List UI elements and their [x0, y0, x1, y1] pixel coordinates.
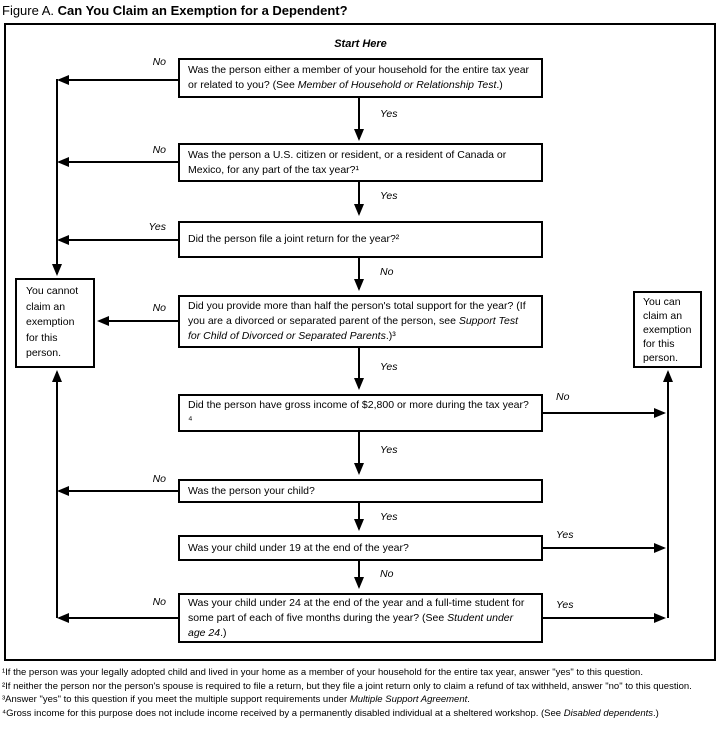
label-down-q6: Yes — [380, 511, 398, 523]
label-down-q1: Yes — [380, 108, 398, 120]
question-box-8: Was your child under 24 at the end of th… — [178, 593, 543, 643]
label-left-q6: No — [152, 473, 166, 485]
question-text-3: Did the person file a joint return for t… — [188, 233, 400, 245]
label-down-q5: Yes — [380, 444, 398, 456]
figure-title-prefix: Figure A. — [2, 3, 58, 18]
footnote-3: ³Answer "yes" to this question if you me… — [2, 694, 470, 705]
question-box-4: Did you provide more than half the perso… — [178, 295, 543, 348]
question-text-4: Did you provide more than half the perso… — [188, 300, 526, 342]
footnote-2: ²If neither the person nor the person's … — [2, 680, 692, 692]
question-text-8: Was your child under 24 at the end of th… — [188, 596, 525, 639]
question-text-1: Was the person either a member of your h… — [188, 64, 530, 91]
can-claim-box: You can claim an exemption for this pers… — [633, 291, 702, 368]
footnote-4: ⁴Gross income for this purpose does not … — [2, 707, 659, 719]
label-left-q1: No — [152, 56, 166, 68]
cannot-claim-text: You cannot claim an exemption for this p… — [26, 285, 79, 360]
label-left-q4: No — [152, 302, 166, 314]
label-down-q7: No — [380, 568, 394, 580]
start-here-label: Start Here — [334, 38, 387, 50]
label-down-q3: No — [380, 266, 394, 278]
cannot-claim-box: You cannot claim an exemption for this p… — [15, 278, 95, 368]
question-box-2: Was the person a U.S. citizen or residen… — [178, 143, 543, 182]
question-box-1: Was the person either a member of your h… — [178, 58, 543, 98]
question-box-7: Was your child under 19 at the end of th… — [178, 535, 543, 561]
label-down-q2: Yes — [380, 190, 398, 202]
figure-title-main: Can You Claim an Exemption for a Depende… — [57, 3, 348, 18]
footnotes: ¹If the person was your legally adopted … — [2, 666, 719, 720]
label-down-q4: Yes — [380, 361, 398, 373]
question-box-3: Did the person file a joint return for t… — [178, 221, 543, 258]
question-text-2: Was the person a U.S. citizen or residen… — [188, 148, 507, 176]
label-right-q7: Yes — [556, 529, 574, 541]
question-text-7: Was your child under 19 at the end of th… — [188, 541, 409, 554]
question-text-6: Was the person your child? — [188, 484, 315, 497]
label-right-q8: Yes — [556, 599, 574, 611]
can-claim-text: You can claim an exemption for this pers… — [643, 295, 692, 364]
question-box-5: Did the person have gross income of $2,8… — [178, 394, 543, 432]
label-left-q3: Yes — [148, 221, 166, 233]
flowchart-border — [4, 23, 716, 661]
label-left-q2: No — [152, 144, 166, 156]
footnote-1: ¹If the person was your legally adopted … — [2, 667, 643, 678]
label-left-q8: No — [152, 596, 166, 608]
figure-title: Figure A. Can You Claim an Exemption for… — [2, 3, 348, 18]
label-right-q5: No — [556, 391, 570, 403]
question-box-6: Was the person your child? — [178, 479, 543, 503]
question-text-5: Did the person have gross income of $2,8… — [188, 399, 529, 426]
